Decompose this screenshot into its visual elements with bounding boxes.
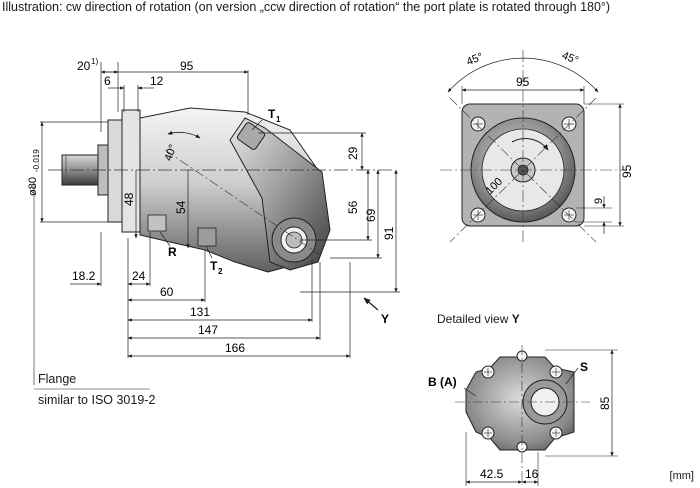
dim-95-top: 95 <box>180 59 194 73</box>
dim-dia-80-tol: -0.019 <box>32 149 41 172</box>
front-view: 45° 45° 95 95 100 9 <box>440 50 634 245</box>
detail-view-label-prefix: Detailed view <box>437 312 509 326</box>
dim-166: 166 <box>225 341 245 355</box>
top-dimensions <box>100 62 249 132</box>
flange-note-line1: Flange <box>38 372 77 386</box>
detail-view-y: 85 42.5 16 B (A) S <box>428 345 618 486</box>
dim-29: 29 <box>346 146 360 160</box>
dim-48: 48 <box>122 192 136 206</box>
dim-dia-80: ø80 <box>27 177 39 196</box>
port-s-label: S <box>580 360 588 374</box>
left-dimensions <box>40 121 190 249</box>
mounting-flange <box>107 119 123 223</box>
dim-131: 131 <box>190 305 210 319</box>
side-view: 40° 20 1) 6 12 95 ø80 -0.019 48 54 <box>27 57 400 390</box>
unit-label: [mm] <box>669 470 694 482</box>
flange-note-line2: similar to ISO 3019-2 <box>38 393 156 407</box>
port-t2-sub: 2 <box>218 267 223 276</box>
detail-view-label-letter: Y <box>511 312 520 326</box>
bottom-dimensions <box>70 232 351 358</box>
detail-view-label: Detailed view Y <box>437 312 520 326</box>
port-t1-label: T <box>268 107 276 121</box>
dim-147: 147 <box>198 323 218 337</box>
dim-20-note: 1) <box>91 57 98 66</box>
port-r-label: R <box>168 245 177 259</box>
dim-24: 24 <box>132 269 146 283</box>
port-b-a-label: B (A) <box>428 375 457 389</box>
dim-91: 91 <box>382 226 396 240</box>
port-t1-sub: 1 <box>276 115 281 124</box>
figure-caption: Illustration: cw direction of rotation (… <box>2 0 611 14</box>
port-t2-label: T <box>210 259 218 273</box>
dim-60: 60 <box>160 285 174 299</box>
dim-18-2: 18.2 <box>72 269 96 283</box>
view-y-arrow <box>363 297 379 311</box>
dim-69: 69 <box>364 208 378 222</box>
view-y-label: Y <box>381 312 389 326</box>
detail-dim-42-5: 42.5 <box>480 467 504 481</box>
flange-note: Flange similar to ISO 3019-2 <box>38 371 155 409</box>
swivel-angle-arc <box>167 130 201 139</box>
detail-dim-16: 16 <box>525 467 539 481</box>
dim-20: 20 <box>77 59 91 73</box>
front-height-95: 95 <box>620 164 634 178</box>
dim-12: 12 <box>150 74 164 88</box>
dim-56: 56 <box>346 200 360 214</box>
angle-45-right: 45° <box>560 50 580 67</box>
front-width-95: 95 <box>516 75 530 89</box>
detail-bolt-holes <box>481 350 563 453</box>
swivel-angle-label: 40° <box>162 143 179 163</box>
dim-54: 54 <box>174 200 188 214</box>
angle-arc-45 <box>447 57 599 93</box>
dim-6: 6 <box>104 74 111 88</box>
right-dimensions <box>258 132 400 293</box>
angle-45-left: 45° <box>465 51 485 68</box>
detail-height-85: 85 <box>598 396 612 410</box>
hole-dim-9: 9 <box>593 198 605 204</box>
